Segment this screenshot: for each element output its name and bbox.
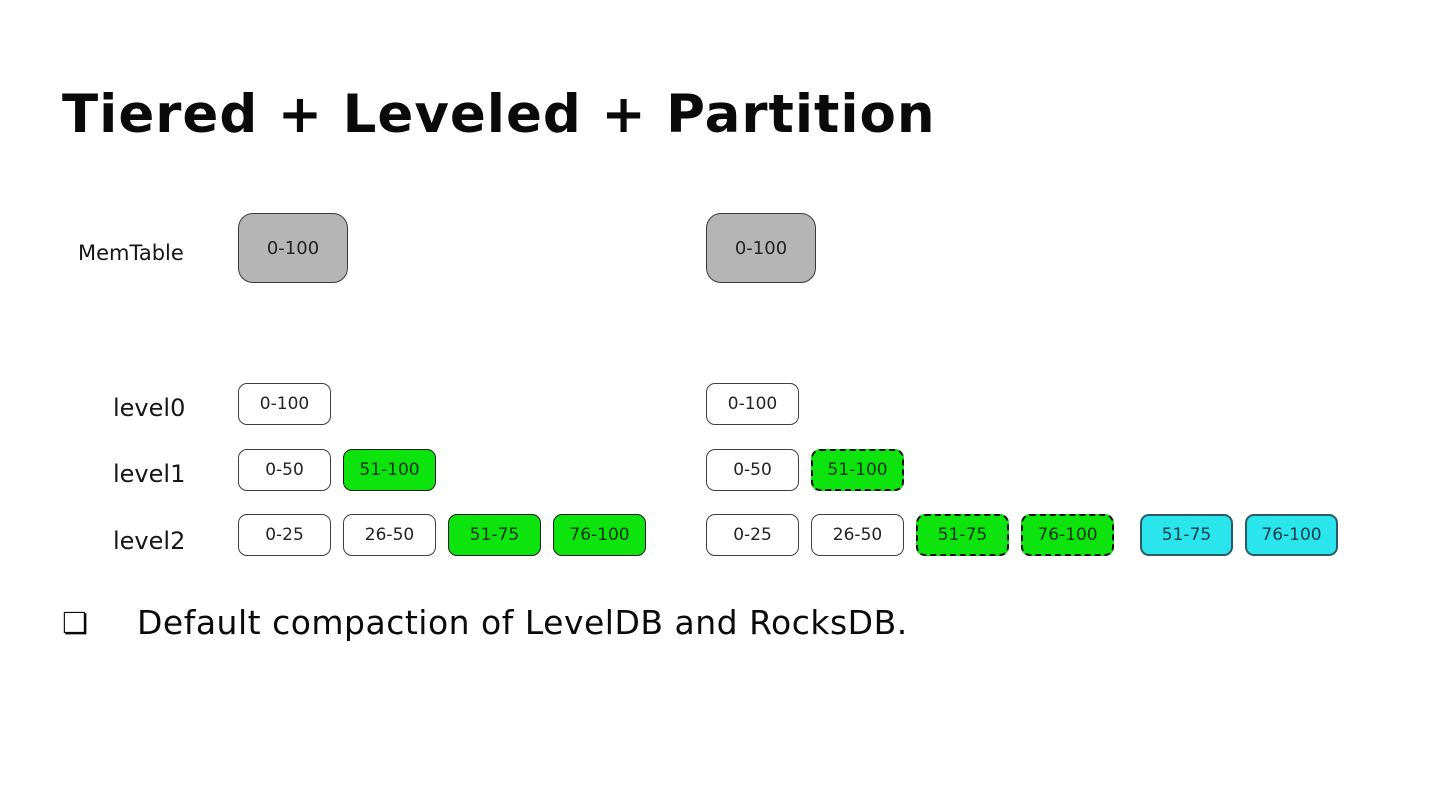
- row-label-level1: level1: [113, 460, 186, 488]
- sstable-box: 76-100: [1021, 514, 1114, 556]
- sstable-box: 0-100: [238, 383, 331, 425]
- left-level2-row: 0-25 26-50 51-75 76-100: [238, 514, 646, 556]
- right-memtable-row: 0-100: [706, 213, 816, 283]
- right-level0-row: 0-100: [706, 383, 799, 425]
- sstable-box: 51-75: [448, 514, 541, 556]
- sstable-box: 0-50: [238, 449, 331, 491]
- sstable-box: 51-100: [343, 449, 436, 491]
- sstable-box: 26-50: [343, 514, 436, 556]
- left-memtable-row: 0-100: [238, 213, 348, 283]
- sstable-box: 0-25: [706, 514, 799, 556]
- left-level0-row: 0-100: [238, 383, 331, 425]
- sstable-box: 76-100: [553, 514, 646, 556]
- right-level2-row: 0-25 26-50 51-75 76-100 51-75 76-100: [706, 514, 1338, 556]
- sstable-box: 0-100: [706, 213, 816, 283]
- sstable-box: 51-75: [916, 514, 1009, 556]
- row-label-memtable: MemTable: [78, 241, 184, 265]
- left-level1-row: 0-50 51-100: [238, 449, 436, 491]
- sstable-box: 26-50: [811, 514, 904, 556]
- sstable-box: 51-100: [811, 449, 904, 491]
- sstable-box: 76-100: [1245, 514, 1338, 556]
- sstable-box: 51-75: [1140, 514, 1233, 556]
- sstable-box: 0-50: [706, 449, 799, 491]
- sstable-box: 0-25: [238, 514, 331, 556]
- bullet-item: ❏ Default compaction of LevelDB and Rock…: [62, 603, 908, 642]
- sstable-box: 0-100: [706, 383, 799, 425]
- bullet-square-icon: ❏: [62, 606, 88, 640]
- row-label-level0: level0: [113, 394, 186, 422]
- bullet-text: Default compaction of LevelDB and RocksD…: [137, 603, 908, 642]
- sstable-box: 0-100: [238, 213, 348, 283]
- right-level1-row: 0-50 51-100: [706, 449, 904, 491]
- row-label-level2: level2: [113, 527, 186, 555]
- slide-title: Tiered + Leveled + Partition: [62, 84, 936, 145]
